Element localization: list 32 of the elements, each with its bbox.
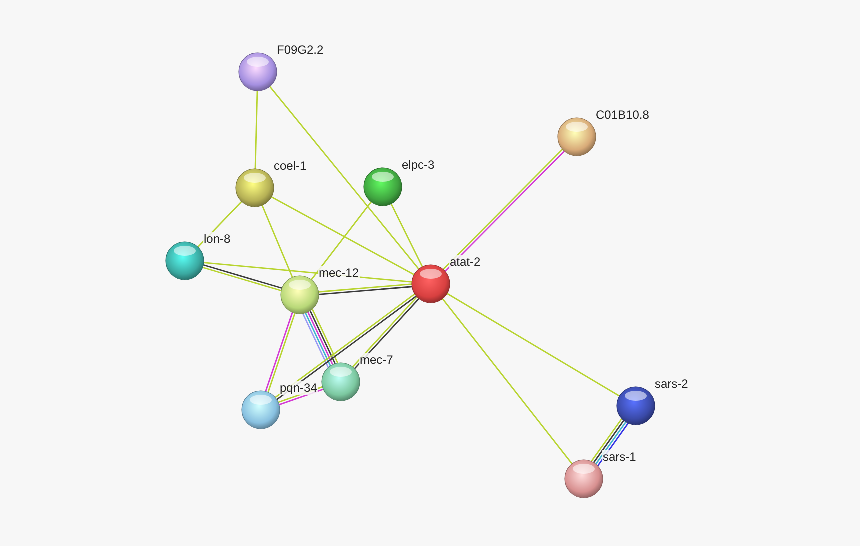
- protein-label: mec-7: [359, 353, 394, 367]
- protein-label: F09G2.2: [276, 43, 325, 57]
- protein-label: mec-12: [318, 266, 360, 280]
- protein-node: [564, 459, 604, 499]
- protein-label: coel-1: [273, 159, 308, 173]
- protein-node: [280, 275, 320, 315]
- interaction-line: [311, 202, 372, 280]
- protein-node: [557, 117, 597, 157]
- interaction-line: [262, 205, 294, 278]
- protein-node: [241, 390, 281, 430]
- protein-label: atat-2: [449, 255, 482, 269]
- protein-node: [321, 362, 361, 402]
- protein-node: [235, 168, 275, 208]
- interaction-line: [442, 298, 573, 464]
- interaction-line: [271, 196, 415, 276]
- protein-label: C01B10.8: [595, 108, 650, 122]
- protein-node: [363, 167, 403, 207]
- protein-label: pqn-34: [279, 381, 318, 395]
- protein-node: [238, 52, 278, 92]
- protein-label: elpc-3: [401, 158, 436, 172]
- protein-label: sars-2: [654, 377, 690, 391]
- protein-label: sars-1: [602, 450, 638, 464]
- interaction-line: [254, 90, 258, 170]
- protein-node: [165, 241, 205, 281]
- interaction-line: [446, 293, 620, 397]
- protein-node: [411, 264, 451, 304]
- interaction-line: [269, 86, 420, 270]
- protein-label: lon-8: [203, 232, 232, 246]
- protein-node: [616, 386, 656, 426]
- interaction-line: [390, 204, 424, 268]
- interaction-line: [318, 286, 412, 296]
- interaction-line: [318, 284, 412, 293]
